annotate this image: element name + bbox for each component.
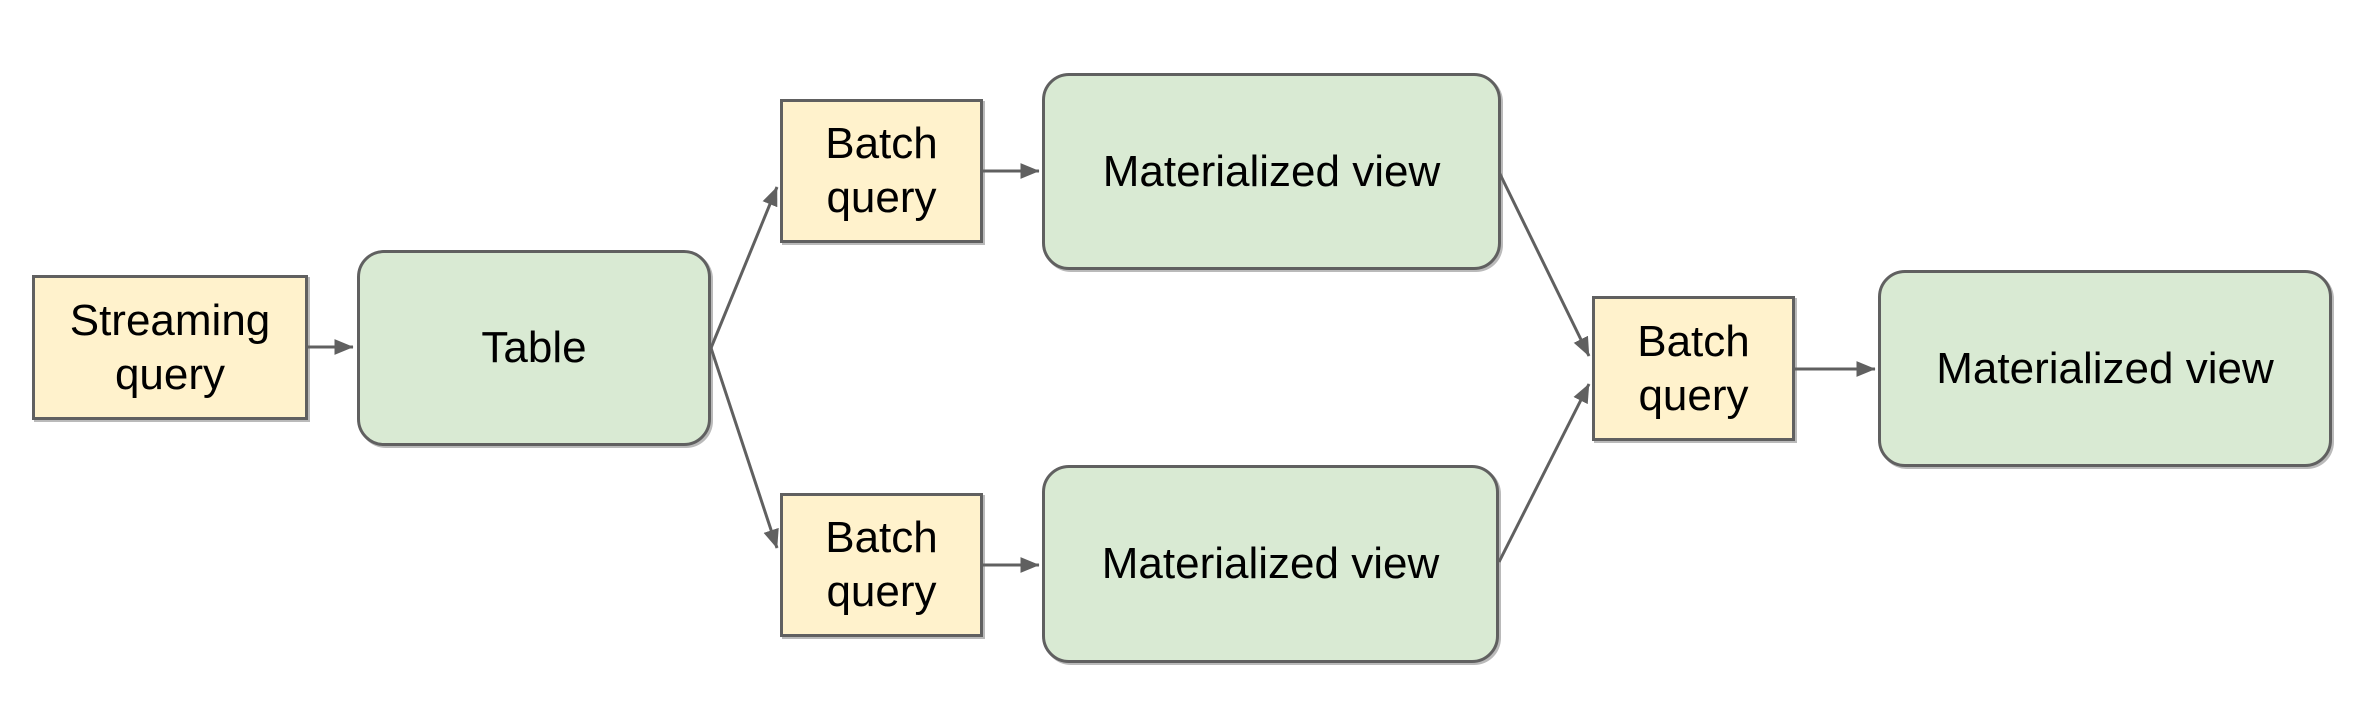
- node-label-materialized-view-right: Materialized view: [1936, 343, 2274, 393]
- node-batch-query-top: Batch query: [780, 99, 983, 243]
- node-label-streaming-query: Streaming query: [69, 295, 271, 399]
- node-streaming-query: Streaming query: [32, 275, 308, 420]
- node-label-batch-query-right: Batch query: [1637, 316, 1750, 420]
- edge-table-to-batch-query-top: [709, 186, 779, 349]
- node-batch-query-right: Batch query: [1592, 296, 1795, 441]
- node-label-batch-query-top: Batch query: [825, 119, 938, 222]
- node-materialized-view-bottom: Materialized view: [1042, 465, 1499, 663]
- node-label-batch-query-bottom: Batch query: [825, 513, 938, 616]
- edge-table-to-batch-query-bottom: [709, 347, 779, 549]
- node-batch-query-bottom: Batch query: [780, 493, 983, 637]
- node-materialized-view-top: Materialized view: [1042, 73, 1501, 270]
- node-label-materialized-view-top: Materialized view: [1102, 146, 1441, 196]
- node-label-materialized-view-bottom: Materialized view: [1101, 539, 1440, 589]
- node-materialized-view-right: Materialized view: [1878, 270, 2332, 467]
- node-label-table: Table: [481, 323, 587, 373]
- node-table: Table: [357, 250, 711, 446]
- edge-materialized-view-top-to-batch-query-right: [1497, 171, 1591, 357]
- edge-materialized-view-bottom-to-batch-query-right: [1497, 383, 1591, 563]
